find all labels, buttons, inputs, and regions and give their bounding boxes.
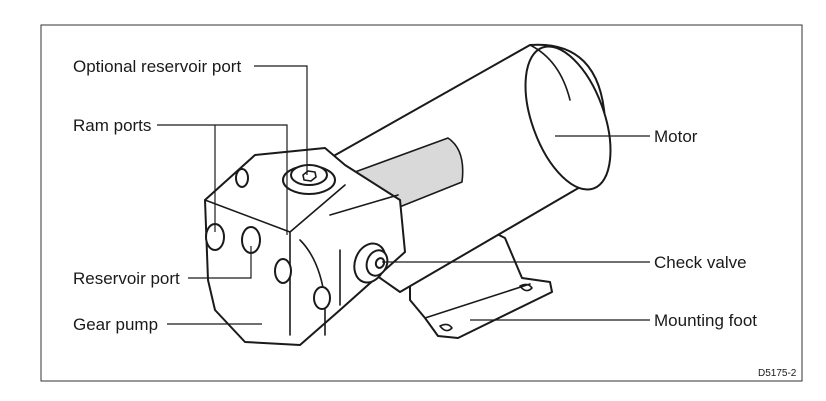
optional-reservoir-port-plug	[282, 164, 336, 195]
diagram-frame	[40, 24, 803, 382]
label-ram-ports: Ram ports	[73, 116, 151, 135]
leader-ram-ports	[157, 124, 288, 235]
reference-code: D5175-2	[758, 368, 797, 379]
label-optional-reservoir-port: Optional reservoir port	[73, 57, 241, 76]
leader-reservoir-port	[188, 246, 252, 279]
check-valve	[353, 242, 389, 284]
label-motor: Motor	[654, 127, 698, 146]
label-check-valve: Check valve	[654, 253, 747, 272]
leader-lines	[157, 65, 650, 325]
label-gear-pump: Gear pump	[73, 315, 158, 334]
label-mounting-foot: Mounting foot	[654, 311, 757, 330]
leader-optional-reservoir-port	[254, 65, 308, 175]
label-reservoir-port: Reservoir port	[73, 269, 180, 288]
